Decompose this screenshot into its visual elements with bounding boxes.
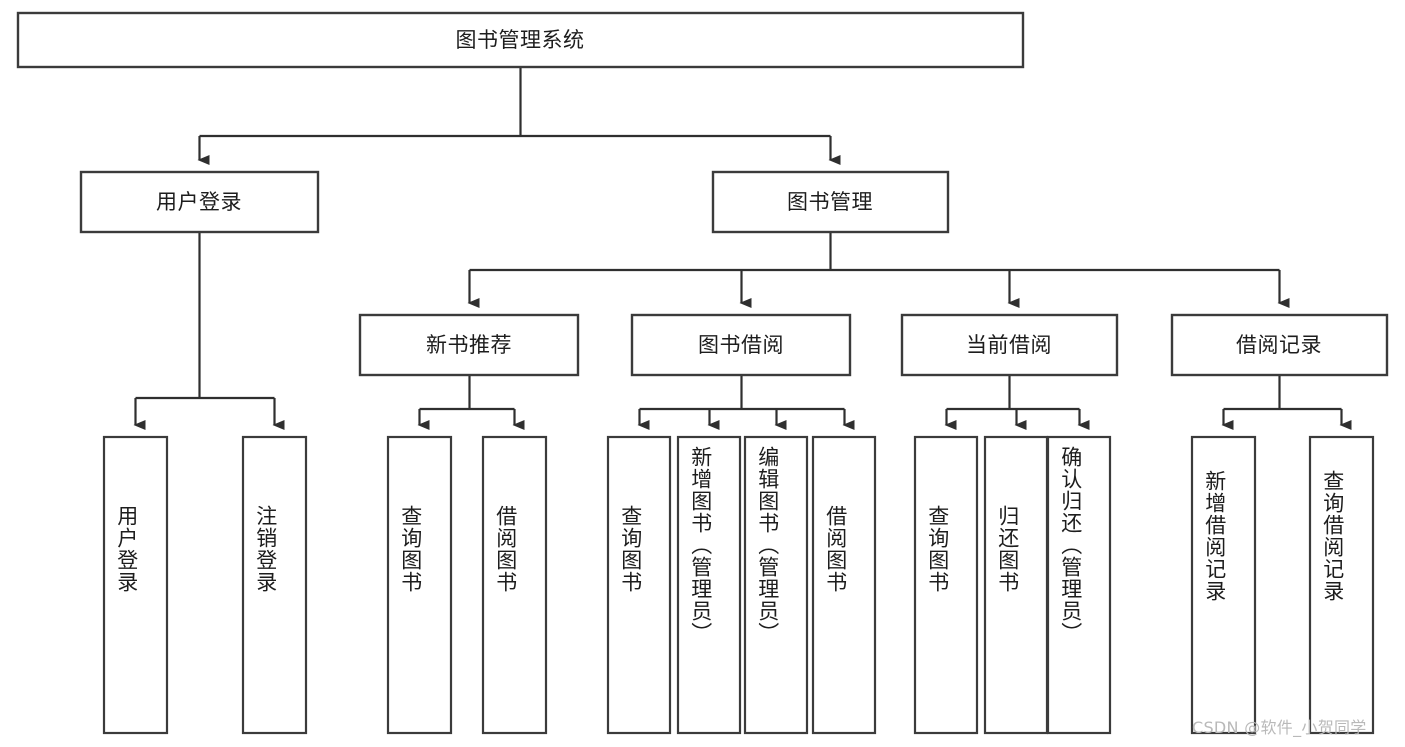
leaf-box-user-logout[interactable] bbox=[241, 435, 308, 735]
node-borrow-record-label: 借阅记录 bbox=[1236, 333, 1322, 357]
leaf-box-group-current-borrow bbox=[913, 435, 1112, 735]
node-book-borrow-label: 图书借阅 bbox=[698, 333, 784, 357]
node-book-borrow[interactable]: 图书借阅 bbox=[630, 313, 852, 377]
node-book-manage[interactable]: 图书管理 bbox=[711, 170, 950, 234]
leaf-box-group-book-borrow bbox=[606, 435, 877, 735]
leaf-box-query-book-2[interactable] bbox=[606, 435, 672, 735]
connector-group-book-manage bbox=[467, 232, 1290, 308]
leaf-box-add-borrow-record[interactable] bbox=[1190, 435, 1257, 735]
node-root-label: 图书管理系统 bbox=[456, 28, 585, 52]
node-user-login-box[interactable] bbox=[79, 170, 320, 234]
node-user-login[interactable]: 用户登录 bbox=[79, 170, 320, 234]
leaf-box-query-book-3[interactable] bbox=[913, 435, 979, 735]
node-root[interactable]: 图书管理系统 bbox=[16, 11, 1025, 69]
leaf-box-group-new-book-recommend bbox=[386, 435, 548, 735]
leaf-box-borrow-book-2[interactable] bbox=[811, 435, 877, 735]
leaf-box-query-book-1[interactable] bbox=[386, 435, 453, 735]
leaf-box-query-borrow-record[interactable] bbox=[1308, 435, 1375, 735]
leaf-box-group-borrow-record bbox=[1190, 435, 1375, 735]
connector-group-root bbox=[197, 67, 841, 165]
csdn-watermark: CSDN @软件_小贺同学 bbox=[1192, 718, 1367, 737]
leaf-box-confirm-return[interactable] bbox=[1046, 435, 1112, 735]
leaf-box-edit-book[interactable] bbox=[743, 435, 809, 735]
leaf-box-return-book[interactable] bbox=[983, 435, 1049, 735]
node-borrow-record-box[interactable] bbox=[1170, 313, 1389, 377]
node-root-box[interactable] bbox=[16, 11, 1025, 69]
connector-group-book-borrow bbox=[637, 375, 855, 430]
node-new-book-recommend[interactable]: 新书推荐 bbox=[358, 313, 580, 377]
node-new-book-recommend-label: 新书推荐 bbox=[426, 333, 512, 357]
connector-group-current-borrow bbox=[944, 375, 1090, 430]
node-new-book-recommend-box[interactable] bbox=[358, 313, 580, 377]
node-current-borrow-label: 当前借阅 bbox=[966, 333, 1052, 357]
leaf-box-borrow-book-1[interactable] bbox=[481, 435, 548, 735]
node-user-login-label: 用户登录 bbox=[156, 190, 242, 214]
node-borrow-record[interactable]: 借阅记录 bbox=[1170, 313, 1389, 377]
node-current-borrow-box[interactable] bbox=[900, 313, 1119, 377]
connector-group-borrow-record bbox=[1221, 375, 1352, 430]
node-book-borrow-box[interactable] bbox=[630, 313, 852, 377]
leaf-box-add-book[interactable] bbox=[676, 435, 742, 735]
node-book-manage-box[interactable] bbox=[711, 170, 950, 234]
leaf-box-user-login[interactable] bbox=[102, 435, 169, 735]
connector-group-user-login bbox=[133, 232, 285, 430]
leaf-box-group-user-login bbox=[102, 435, 308, 735]
node-current-borrow[interactable]: 当前借阅 bbox=[900, 313, 1119, 377]
node-book-manage-label: 图书管理 bbox=[787, 190, 873, 214]
connector-group-new-book-recommend bbox=[417, 375, 525, 430]
